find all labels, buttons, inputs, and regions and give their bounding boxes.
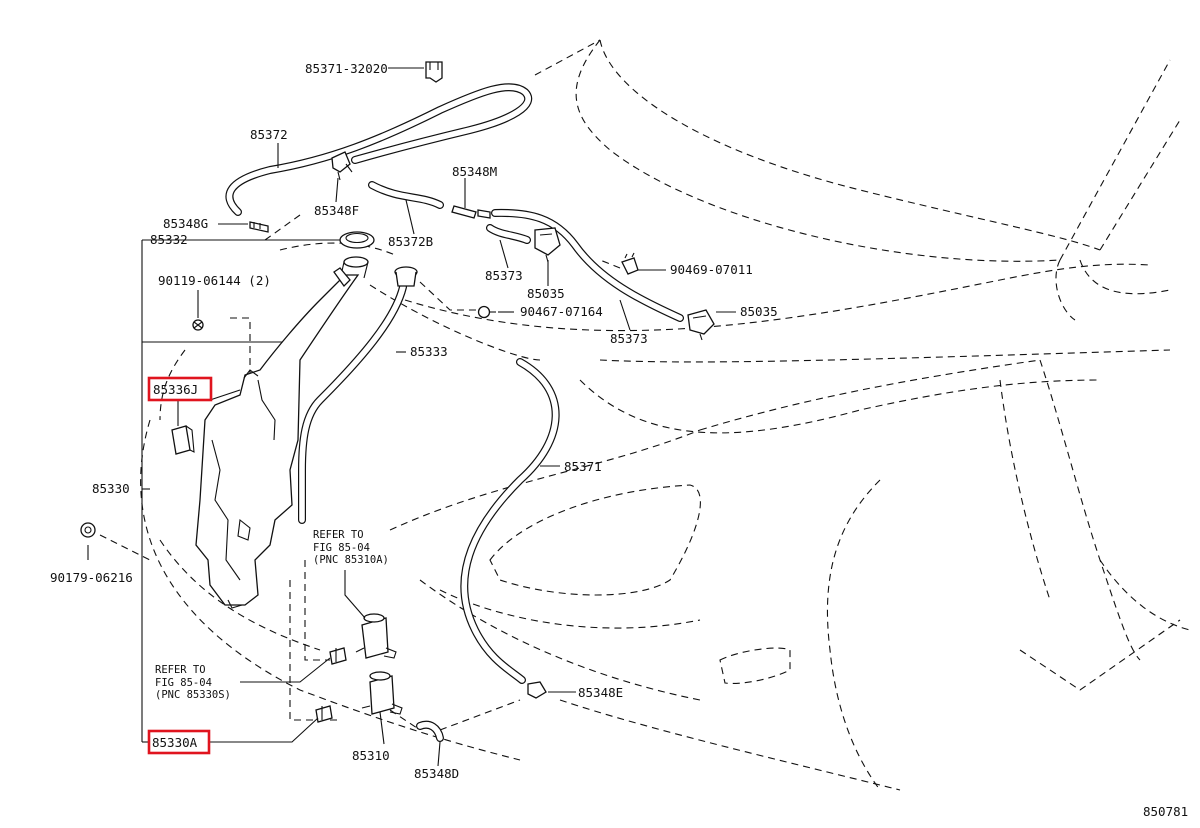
nozzle-85035-right — [687, 309, 715, 341]
hose-85373-top — [486, 224, 531, 244]
label-85035-right[interactable]: 85035 — [740, 304, 778, 319]
ref2-line3[interactable]: (PNC 85330S) — [155, 689, 231, 701]
cap-85333 — [394, 266, 418, 287]
label-85330[interactable]: 85330 — [92, 481, 130, 496]
label-90119-06144[interactable]: 90119-06144 (2) — [158, 273, 271, 288]
label-90467-07164[interactable]: 90467-07164 — [520, 304, 603, 319]
hose-85372 — [225, 83, 533, 216]
leader-lines — [87, 67, 736, 767]
grommet-90179-06216 — [80, 522, 96, 538]
joint-85348E — [527, 681, 547, 699]
nozzle-85035-top — [534, 227, 561, 263]
label-85373-top[interactable]: 85373 — [485, 268, 523, 283]
label-85330A[interactable]: 85330A — [152, 735, 198, 750]
label-85310[interactable]: 85310 — [352, 748, 390, 763]
bolt-90119-06144 — [192, 319, 204, 331]
part-labels[interactable]: 85371-32020 85372 85348G 85348F 85348M 8… — [50, 61, 1188, 819]
grommet-85330A — [315, 705, 333, 723]
label-85372[interactable]: 85372 — [250, 127, 288, 142]
tank-neck — [333, 256, 369, 288]
joint-85348M — [451, 205, 491, 219]
clip-85371-32020 — [425, 61, 443, 83]
label-85348G[interactable]: 85348G — [163, 216, 208, 231]
ref1-line2: FIG 85-04 — [313, 542, 370, 554]
figure-number: 850781 — [1143, 804, 1188, 819]
label-85035-top[interactable]: 85035 — [527, 286, 565, 301]
hose-85348D — [416, 720, 444, 742]
highlight-85330A — [147, 729, 211, 755]
label-85371[interactable]: 85371 — [564, 459, 602, 474]
label-85373-right[interactable]: 85373 — [610, 331, 648, 346]
pump-85310-lower — [361, 671, 403, 715]
hose-85372B — [368, 181, 444, 209]
hose-85373-right — [491, 208, 684, 322]
ref1-line1: REFER TO — [313, 529, 364, 541]
label-85348M[interactable]: 85348M — [452, 164, 497, 179]
joint-85348F — [331, 151, 353, 181]
label-90179-06216[interactable]: 90179-06216 — [50, 570, 133, 585]
hose-85333 — [298, 283, 407, 524]
label-90469-07011[interactable]: 90469-07011 — [670, 262, 753, 277]
grommet-85330S — [329, 647, 347, 665]
label-85348F[interactable]: 85348F — [314, 203, 359, 218]
ref2-line1: REFER TO — [155, 664, 206, 676]
ref1-line3[interactable]: (PNC 85310A) — [313, 554, 389, 566]
frame-lines — [141, 239, 300, 743]
highlight-85336J — [147, 376, 213, 402]
label-85371-32020[interactable]: 85371-32020 — [305, 61, 388, 76]
label-85348D[interactable]: 85348D — [414, 766, 459, 781]
label-85333[interactable]: 85333 — [410, 344, 448, 359]
pad-85336J — [171, 425, 195, 455]
clip-90467-07164 — [477, 305, 496, 319]
hose-85371 — [460, 358, 560, 684]
pump-85310-upper — [355, 613, 397, 659]
ref2-line2: FIG 85-04 — [155, 677, 212, 689]
clip-90469-07011 — [621, 252, 639, 275]
label-85336J[interactable]: 85336J — [153, 382, 198, 397]
label-85332[interactable]: 85332 — [150, 232, 188, 247]
cap-85332 — [339, 231, 375, 249]
washer-tank-85330 — [195, 274, 360, 609]
label-85372B[interactable]: 85372B — [388, 234, 433, 249]
joint-85348G — [249, 221, 269, 233]
label-85348E[interactable]: 85348E — [578, 685, 623, 700]
